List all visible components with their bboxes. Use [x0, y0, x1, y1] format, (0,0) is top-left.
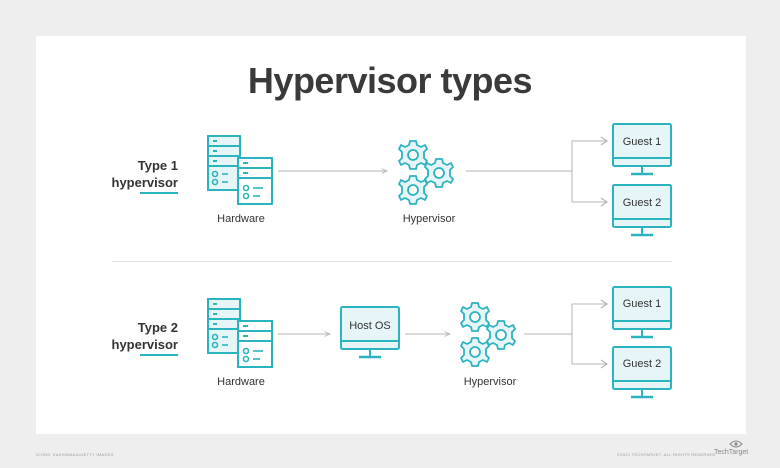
type1-hypervisor-gear-icon	[399, 141, 453, 204]
type2-guest1-monitor-icon	[611, 285, 673, 339]
type1-guest2-monitor-icon	[611, 183, 673, 237]
type1-hardware-icon	[207, 135, 273, 205]
type2-hostos-label: Host OS	[349, 320, 391, 332]
type2-branch-connector	[524, 303, 606, 365]
type2-hardware-caption: Hardware	[217, 376, 265, 388]
type1-arrowhead-guest2	[600, 197, 609, 207]
techtarget-logo-icon	[729, 440, 743, 448]
type1-underline	[140, 192, 178, 194]
type2-guest2-label: Guest 2	[622, 358, 662, 370]
footer-copyright: ©2021 TECHTARGET. ALL RIGHTS RESERVED	[617, 452, 716, 457]
type2-guest1-label: Guest 1	[622, 298, 662, 310]
type1-guest1-label: Guest 1	[622, 136, 662, 148]
type2-hostos-monitor-icon	[339, 305, 401, 359]
type2-arrowhead-guest2	[600, 359, 609, 369]
type1-branch-connector	[466, 140, 606, 203]
type2-arrowhead-guest1	[600, 299, 609, 309]
type1-hypervisor-caption: Hypervisor	[402, 213, 456, 225]
type2-hypervisor-gear-icon	[461, 303, 515, 366]
type1-label-line2: hypervisor	[111, 175, 178, 190]
type2-label-line1: Type 2	[137, 320, 178, 335]
type2-hardware-icon	[207, 298, 273, 368]
type1-guest1-monitor-icon	[611, 122, 673, 176]
type1-label-line1: Type 1	[137, 158, 178, 173]
type1-hardware-caption: Hardware	[217, 213, 265, 225]
type2-guest2-monitor-icon	[611, 345, 673, 399]
page-title: Hypervisor types	[247, 60, 533, 101]
type2-label: Type 2 hypervisor	[38, 319, 178, 353]
row-divider	[112, 261, 672, 262]
footer-brand: TechTarget	[714, 449, 749, 456]
type2-underline	[140, 354, 178, 356]
type2-hypervisor-caption: Hypervisor	[463, 376, 517, 388]
type1-label: Type 1 hypervisor	[38, 157, 178, 191]
footer-credit: ICONS: KAZHIMAKA/GETTY IMAGES	[36, 452, 114, 457]
type2-label-line2: hypervisor	[111, 337, 178, 352]
type1-guest2-label: Guest 2	[622, 197, 662, 209]
type1-arrowhead-guest1	[600, 136, 609, 146]
